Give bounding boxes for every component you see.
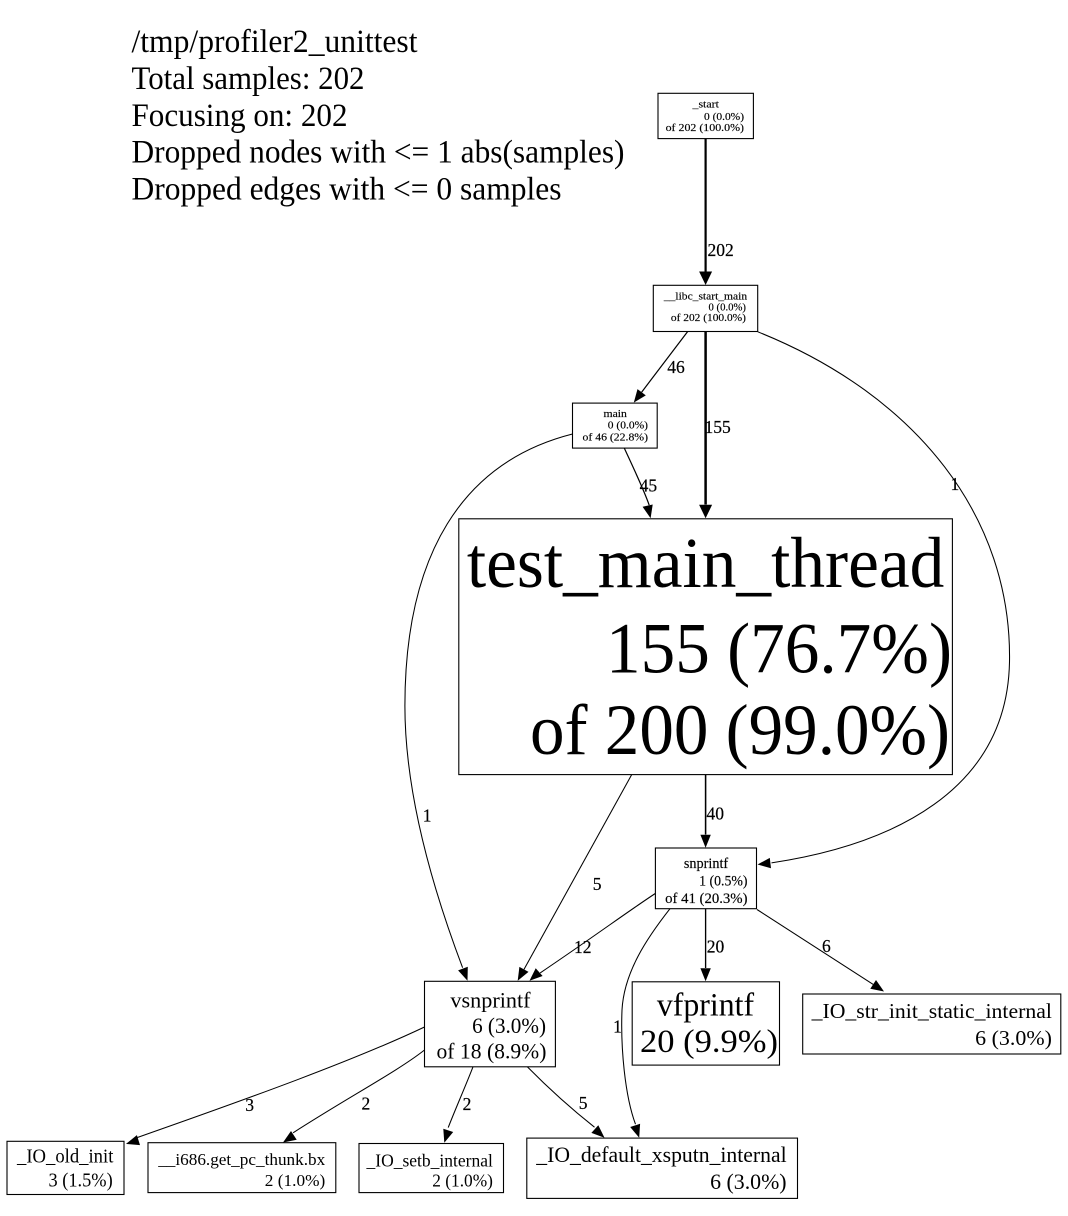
svg-text:_start: _start: [691, 100, 719, 111]
svg-text:46: 46: [667, 357, 685, 377]
svg-text:Dropped nodes with <= 1 abs(sa: Dropped nodes with <= 1 abs(samples): [132, 135, 625, 171]
svg-text:test_main_thread: test_main_thread: [467, 523, 945, 603]
svg-text:Focusing on: 202: Focusing on: 202: [132, 98, 348, 134]
svg-text:of 202 (100.0%): of 202 (100.0%): [671, 313, 746, 324]
svg-text:202: 202: [708, 240, 734, 260]
svg-text:0 (0.0%): 0 (0.0%): [608, 420, 648, 431]
svg-text:Dropped edges with <= 0 sample: Dropped edges with <= 0 samples: [132, 172, 562, 208]
svg-text:_IO_str_init_static_internal: _IO_str_init_static_internal: [811, 999, 1052, 1023]
svg-text:12: 12: [574, 937, 592, 957]
svg-text:0 (0.0%): 0 (0.0%): [709, 302, 747, 313]
svg-text:main: main: [604, 409, 627, 420]
svg-text:155: 155: [705, 417, 732, 437]
svg-text:2 (1.0%): 2 (1.0%): [265, 1171, 325, 1190]
svg-text:snprintf: snprintf: [684, 856, 729, 872]
svg-text:6 (3.0%): 6 (3.0%): [975, 1026, 1052, 1050]
svg-text:6 (3.0%): 6 (3.0%): [472, 1013, 546, 1038]
svg-text:/tmp/profiler2_unittest: /tmp/profiler2_unittest: [132, 24, 418, 60]
svg-text:20: 20: [707, 936, 725, 956]
svg-text:3: 3: [245, 1095, 254, 1115]
svg-text:155 (76.7%): 155 (76.7%): [606, 609, 952, 689]
svg-text:of 41 (20.3%): of 41 (20.3%): [665, 891, 748, 907]
svg-text:6 (3.0%): 6 (3.0%): [710, 1170, 787, 1194]
svg-text:2: 2: [362, 1094, 371, 1114]
svg-text:vsnprintf: vsnprintf: [450, 988, 531, 1013]
svg-text:0 (0.0%): 0 (0.0%): [704, 112, 744, 123]
svg-text:_IO_old_init: _IO_old_init: [16, 1147, 114, 1168]
svg-text:vfprintf: vfprintf: [657, 988, 754, 1024]
svg-text:1: 1: [951, 474, 960, 494]
svg-text:1: 1: [613, 1016, 622, 1036]
svg-text:2: 2: [463, 1094, 472, 1114]
svg-text:6: 6: [822, 936, 831, 956]
svg-text:__libc_start_main: __libc_start_main: [663, 292, 747, 303]
svg-text:1: 1: [423, 806, 432, 826]
svg-text:45: 45: [640, 476, 658, 496]
svg-text:of 46 (22.8%): of 46 (22.8%): [583, 433, 649, 444]
svg-text:__i686.get_pc_thunk.bx: __i686.get_pc_thunk.bx: [157, 1150, 325, 1169]
svg-text:Total samples: 202: Total samples: 202: [132, 61, 365, 97]
svg-text:of 200 (99.0%): of 200 (99.0%): [530, 690, 950, 770]
svg-text:_IO_default_xsputn_internal: _IO_default_xsputn_internal: [535, 1143, 786, 1167]
svg-text:20 (9.9%): 20 (9.9%): [640, 1024, 778, 1060]
svg-text:1 (0.5%): 1 (0.5%): [699, 873, 748, 889]
svg-text:5: 5: [593, 874, 602, 894]
svg-text:5: 5: [579, 1093, 588, 1113]
svg-text:_IO_setb_internal: _IO_setb_internal: [365, 1151, 493, 1171]
svg-text:of 18 (8.9%): of 18 (8.9%): [437, 1039, 547, 1064]
svg-text:of 202 (100.0%): of 202 (100.0%): [666, 123, 744, 134]
svg-text:3 (1.5%): 3 (1.5%): [49, 1171, 113, 1192]
svg-text:2 (1.0%): 2 (1.0%): [432, 1170, 493, 1190]
svg-text:40: 40: [707, 804, 725, 824]
